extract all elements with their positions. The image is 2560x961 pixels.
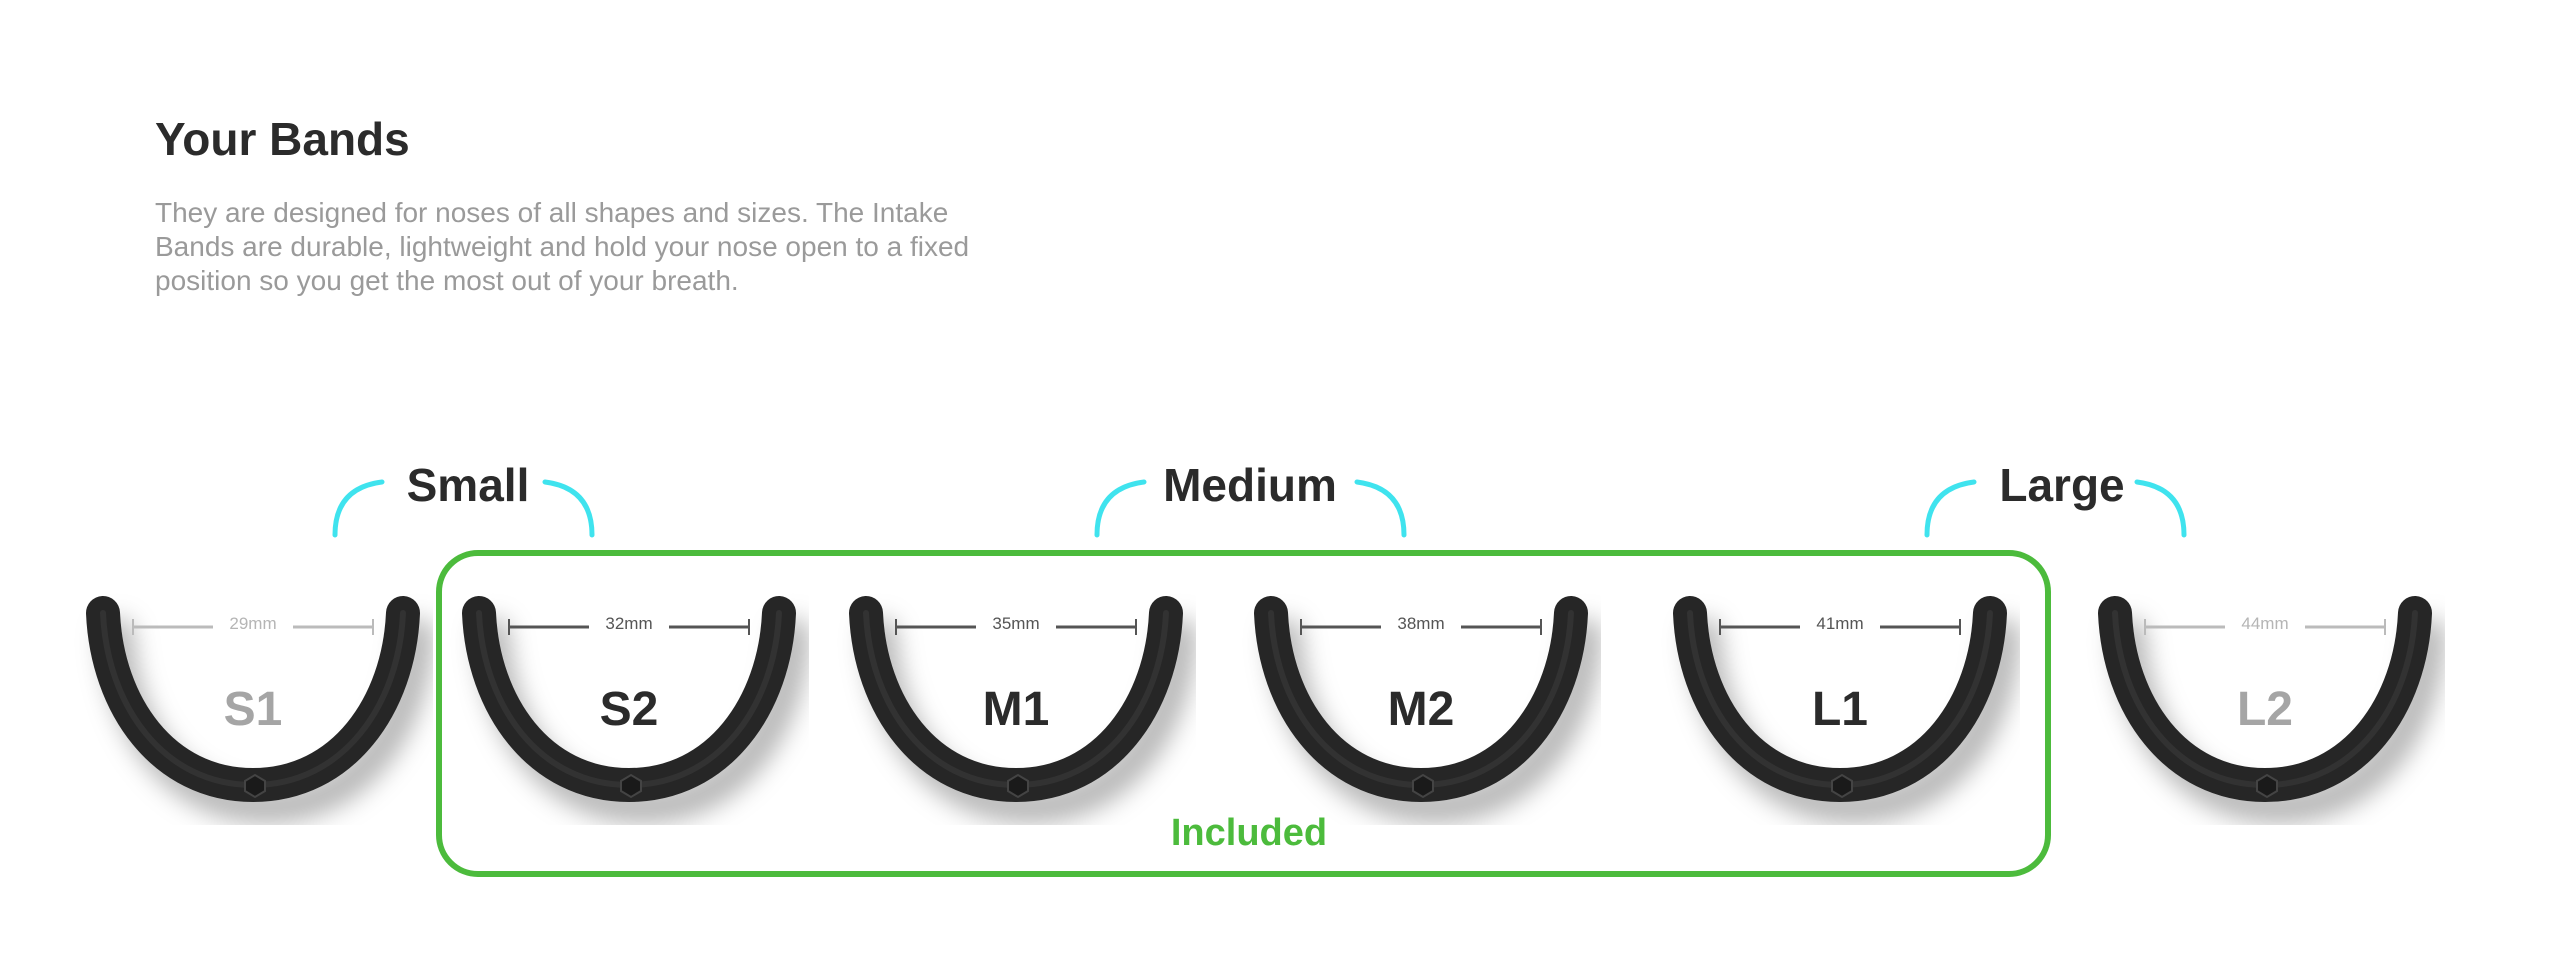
band-width-label: 32mm: [589, 614, 669, 634]
group-label-large: Large: [1999, 459, 2125, 511]
medium-bracket-icon: [1094, 479, 1407, 538]
nose-band-icon: [86, 596, 420, 803]
group-label-small: Small: [406, 459, 530, 511]
band-m2: [1241, 585, 1601, 825]
page-title: Your Bands: [155, 113, 410, 165]
band-width-label: 35mm: [976, 614, 1056, 634]
band-s1: [73, 585, 433, 825]
large-bracket-icon: [1924, 479, 2187, 538]
included-box: [436, 550, 2051, 877]
group-label-medium: Medium: [1163, 459, 1337, 511]
band-size-code: L1: [1811, 683, 1868, 736]
band-size-code: M1: [982, 683, 1050, 736]
band-width-label: 41mm: [1800, 614, 1880, 634]
included-label: Included: [1170, 812, 1328, 854]
band-width-label: 29mm: [213, 614, 293, 634]
nose-band-icon: [1254, 596, 1588, 803]
band-size-code: L2: [2236, 683, 2293, 736]
band-size-code: S1: [223, 683, 283, 736]
page-description: They are designed for noses of all shape…: [155, 197, 970, 296]
small-bracket-icon: [332, 479, 595, 538]
band-width-label: 44mm: [2225, 614, 2305, 634]
band-size-code: S2: [599, 683, 659, 736]
band-width-label: 38mm: [1381, 614, 1461, 634]
band-size-code: M2: [1387, 683, 1455, 736]
